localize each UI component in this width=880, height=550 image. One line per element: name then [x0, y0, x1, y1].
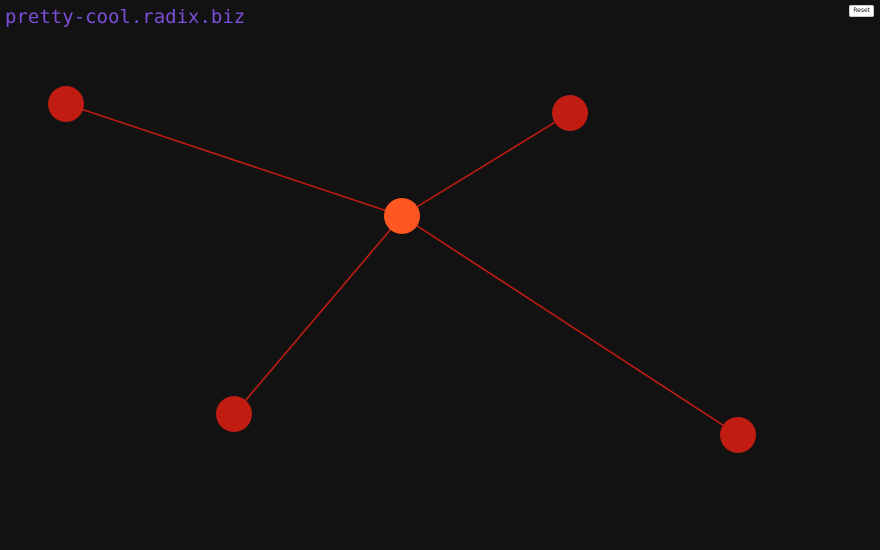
graph-edge-3 — [233, 215, 403, 415]
graph-node-3[interactable] — [216, 396, 252, 432]
graph-edges — [65, 103, 739, 436]
graph-edge-4 — [401, 215, 739, 436]
reset-button[interactable]: Reset — [849, 5, 874, 17]
graph-node-1[interactable] — [48, 86, 84, 122]
site-link[interactable]: pretty-cool.radix.biz — [5, 6, 246, 28]
graph-edge-1 — [65, 103, 403, 217]
graph-node-center[interactable] — [384, 198, 420, 234]
graph-edge-2 — [401, 112, 571, 217]
graph-node-4[interactable] — [720, 417, 756, 453]
graph-node-2[interactable] — [552, 95, 588, 131]
graph-nodes — [48, 86, 756, 453]
